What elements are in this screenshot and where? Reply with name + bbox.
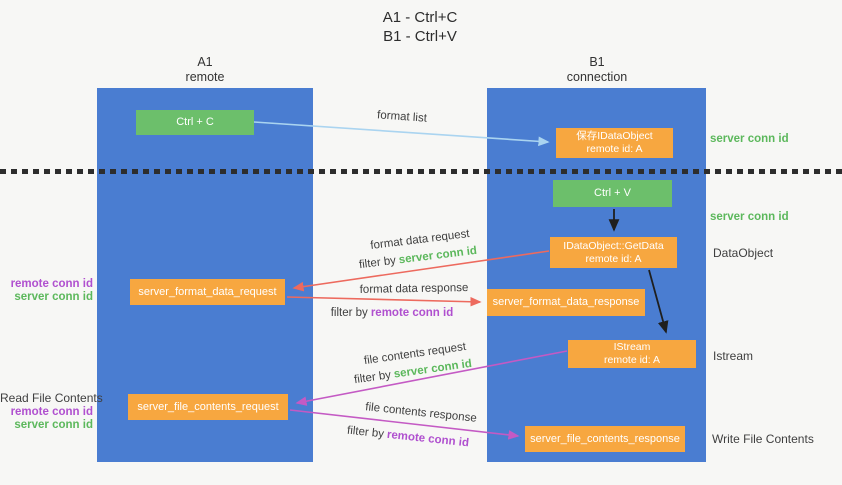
node-getdata-line2: remote id: A	[585, 252, 642, 265]
annotation-server-conn-id-top-right: server conn id	[710, 133, 789, 145]
node-save-idataobject-line1: 保存IDataObject	[576, 130, 653, 142]
node-ctrl-c: Ctrl + C	[136, 110, 254, 135]
annotation-server-conn-id-right: server conn id	[710, 211, 789, 223]
node-save-idataobject: 保存IDataObject remote id: A	[556, 128, 673, 158]
column-a1-subtitle: remote	[185, 70, 225, 84]
label-file-contents-response-text: file contents response	[364, 401, 478, 425]
node-save-idataobject-line2: remote id: A	[586, 143, 643, 155]
remote-conn-id-text: remote conn id	[10, 406, 93, 418]
node-istream-line1: IStream	[613, 341, 651, 353]
label-file-contents-response: file contents response	[365, 401, 478, 425]
node-format-request-label: server_format_data_request	[138, 285, 277, 298]
istream-text: Istream	[713, 349, 754, 363]
node-server-file-contents-response: server_file_contents_response	[525, 426, 685, 452]
node-ctrl-v-label: Ctrl + V	[594, 187, 631, 199]
annotation-remote-conn-id-left-2: remote conn id	[0, 406, 93, 418]
node-istream: IStream remote id: A	[568, 340, 696, 368]
remote-conn-id-text: remote conn id	[386, 428, 470, 450]
column-b1-id: B1	[589, 55, 605, 69]
label-format-data-response: format data response	[360, 282, 469, 296]
node-ctrl-v: Ctrl + V	[553, 180, 672, 207]
phase-divider-dashed-line	[0, 169, 842, 174]
column-header-b1: B1 connection	[537, 55, 657, 85]
filter-by-text: filter by	[330, 307, 368, 319]
node-file-request-label: server_file_contents_request	[137, 400, 279, 413]
node-istream-line2: remote id: A	[603, 354, 661, 366]
column-header-a1: A1 remote	[145, 55, 265, 85]
title-line-1: A1 - Ctrl+C	[382, 9, 458, 26]
label-format-list: format list	[377, 109, 428, 124]
title-line-2: B1 - Ctrl+V	[383, 28, 457, 45]
label-format-data-response-text: format data response	[359, 282, 469, 296]
diagram-title: A1 - Ctrl+C B1 - Ctrl+V	[320, 8, 520, 46]
server-conn-id-text: server conn id	[398, 244, 478, 267]
dataobject-text: DataObject	[713, 246, 774, 260]
annotation-server-conn-id-left-1: server conn id	[0, 291, 93, 303]
server-conn-id-text: server conn id	[14, 291, 93, 303]
annotation-server-conn-id-left-2: server conn id	[0, 419, 93, 431]
node-file-response-label: server_file_contents_response	[530, 432, 680, 445]
remote-conn-id-text: remote conn id	[10, 278, 93, 290]
node-ctrl-c-label: Ctrl + C	[176, 116, 214, 128]
annotation-istream: Istream	[713, 349, 753, 363]
filter-by-text: filter by	[358, 254, 397, 272]
annotation-remote-conn-id-left-1: remote conn id	[0, 278, 93, 290]
filter-by-text: filter by	[353, 369, 392, 387]
remote-conn-id-text: remote conn id	[370, 307, 454, 319]
node-getdata-line1: IDataObject::GetData	[563, 239, 664, 252]
node-server-file-contents-request: server_file_contents_request	[128, 394, 288, 420]
read-file-contents-text: Read File Contents	[0, 391, 103, 405]
node-server-format-data-request: server_format_data_request	[130, 279, 285, 305]
node-idataobject-getdata: IDataObject::GetData remote id: A	[550, 237, 677, 268]
column-b1-subtitle: connection	[566, 70, 628, 84]
annotation-write-file-contents: Write File Contents	[712, 432, 814, 446]
write-file-contents-text: Write File Contents	[712, 432, 814, 446]
node-server-format-data-response: server_format_data_response	[487, 289, 645, 316]
server-conn-id-text: server conn id	[14, 419, 93, 431]
annotation-read-file-contents: Read File Contents	[0, 391, 103, 405]
column-a1-id: A1	[197, 55, 213, 69]
label-format-list-text: format list	[376, 109, 428, 125]
node-format-response-label: server_format_data_response	[492, 296, 640, 308]
annotation-dataobject: DataObject	[713, 246, 773, 260]
arrow-format-data-response	[286, 296, 482, 307]
server-conn-id-text: server conn id	[710, 211, 789, 223]
filter-by-text: filter by	[346, 424, 385, 441]
server-conn-id-text: server conn id	[710, 133, 789, 145]
